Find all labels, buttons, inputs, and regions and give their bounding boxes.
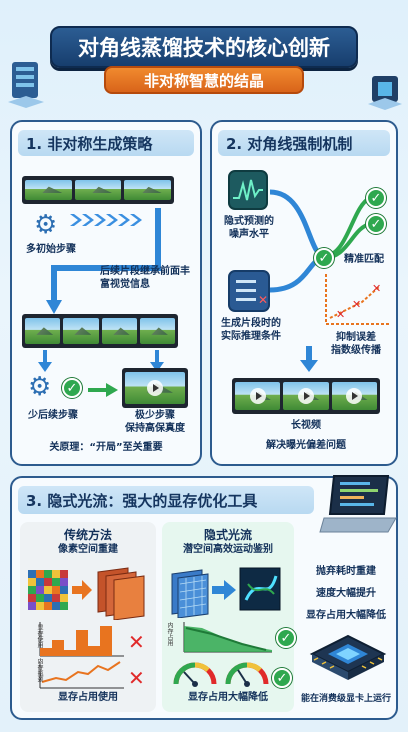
traditional-title: 传统方法 [63,528,112,542]
video-frame [235,382,281,410]
check-icon: ✓ [366,214,386,234]
video-frame [25,318,61,344]
down-arrow-icon [300,346,318,372]
play-icon [249,388,266,404]
long-video-label: 长视频 [291,420,321,431]
server-icon [6,58,46,108]
check-icon: ✓ [276,628,296,648]
error-suppression-chart: ✕ ✕ ✕ [322,272,392,328]
implicit-title: 隐式光流 [203,528,252,542]
video-frame [25,180,72,200]
video-frame [101,318,137,344]
play-icon [147,380,163,396]
traditional-axis-top: 显存使用 [36,624,43,648]
right-arrow-icon [88,382,118,397]
video-frame [74,180,122,200]
down-arrow-icon [150,350,164,372]
svg-text:✕: ✕ [372,282,381,295]
subtitle-banner: 非对称智慧的结晶 [104,66,304,94]
section1-title: 1. 非对称生成策略 [18,130,194,156]
chip-icon [366,70,404,110]
traditional-memory-chart [26,620,126,690]
check-icon: ✓ [272,668,292,688]
actual-condition-label: 生成片段时的 实际推理条件 [221,318,281,342]
implicit-noise-label: 隐式预测的 噪声水平 [224,216,274,240]
implicit-axis: 内存占用 [166,622,173,646]
chevron-arrows-icon [70,212,160,228]
video-frame [283,382,329,410]
waveform-icon [228,170,268,210]
implicit-subtitle: 潜空间高效运动鉴别 [183,544,273,555]
fewer-steps-label: 少后续步骤 [28,410,78,421]
final-video-frame [122,368,188,408]
main-title: 对角线蒸馏技术的核心创新 [50,26,358,68]
precise-match-label: 精准匹配 [344,254,384,265]
traditional-subtitle: 像素空间重建 [58,544,118,555]
settings-list-icon: ✕ [228,270,270,312]
long-video-strip [232,378,380,414]
video-frame [124,180,172,200]
svg-text:✕: ✕ [352,298,361,311]
consumer-gpu-label: 能在消费级显卡上运行 [300,694,391,704]
gauge-icon [172,656,218,688]
section2-title: 2. 对角线强制机制 [218,130,390,156]
section3-title: 3. 隐式光流：强大的显存优化工具 [18,486,314,514]
play-icon [297,388,314,404]
video-frame [331,382,377,410]
svg-text:✕: ✕ [336,308,345,321]
continuation-note: 后续片段继承前面丰富视觉信息 [100,266,190,290]
video-frame [139,318,175,344]
check-icon: ✓ [314,248,334,268]
benefit-item: 显存占用大幅降低 [306,610,386,621]
continuation-arrow-icon [40,204,170,316]
pixel-grid-icon [28,566,148,621]
latent-flow-icon [168,564,288,619]
down-arrow-icon [38,350,52,372]
solve-bias-label: 解决曝光偏差问题 [266,440,346,451]
implicit-caption: 显存占用大幅降低 [188,692,268,703]
gear-icon: ⚙ [28,372,52,402]
benefit-item: 抛弃耗时重建 [316,566,376,577]
gear-icon: ⚙ [34,210,58,240]
implicit-memory-chart [172,620,282,656]
benefit-item: 速度大幅提升 [316,588,376,599]
laptop-icon [318,470,402,538]
check-icon: ✓ [366,188,386,208]
traditional-caption: 显存占用使用 [58,692,118,703]
video-frame [125,372,185,404]
svg-text:✕: ✕ [258,293,268,307]
gauge-icon [224,656,270,688]
traditional-axis-bottom: 内存瓶颈 [36,658,43,682]
check-icon: ✓ [62,378,82,398]
few-steps-quality-label: 极少步骤 保持高保真度 [125,410,185,434]
initial-steps-label: 多初始步骤 [26,244,76,255]
video-frame [63,318,99,344]
x-icon: ✕ [128,630,145,654]
suppress-error-label: 抑制误差 指数级传播 [331,332,381,356]
play-icon [346,388,363,404]
key-principle-label: 关原理：“开局”至关重要 [49,442,163,453]
x-icon: ✕ [128,666,145,690]
gpu-chip-icon [308,630,388,690]
initial-frames [22,176,174,204]
continued-frames [22,314,178,348]
